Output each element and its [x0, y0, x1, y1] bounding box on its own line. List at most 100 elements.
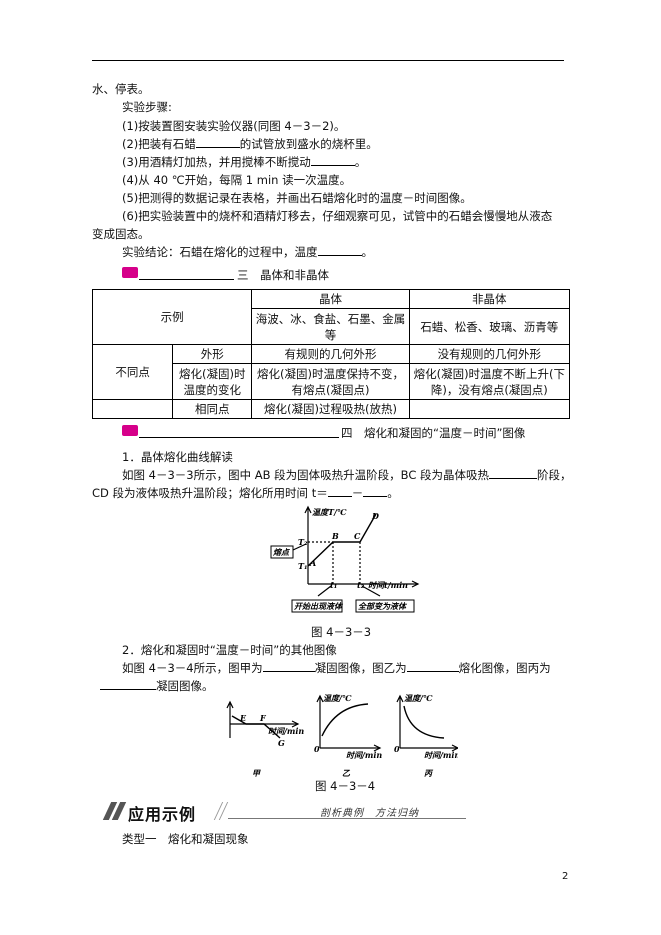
yi-ylabel: 温度/℃	[323, 693, 352, 703]
step-5: (5)把测得的数据记录在表格，并画出石蜡熔化时的温度－时间图像。	[122, 191, 472, 205]
jia-label-G: G	[278, 738, 285, 748]
blank-line	[310, 165, 355, 166]
section-marker-icon	[122, 267, 138, 278]
steps-title: 实验步骤:	[122, 100, 172, 114]
yi-name: 乙	[342, 768, 351, 778]
cell-blank	[91, 399, 174, 419]
blank-line	[262, 671, 315, 672]
yi-x-arrow-icon	[373, 744, 382, 752]
section4-title: 四 熔化和凝固的“温度－时间”图像	[341, 426, 526, 440]
paragraph-2-c: 。	[387, 486, 399, 500]
section-underline	[139, 437, 339, 438]
bing-y-arrow-icon	[396, 694, 404, 703]
bing-name: 丙	[424, 768, 434, 778]
yi-zero: 0	[314, 744, 320, 754]
intro-line0: 水、停表。	[92, 82, 150, 96]
step-3-a: (3)用酒精灯加热，并用搅棒不断搅动	[122, 155, 311, 169]
step-4: (4)从 40 ℃开始，每隔 1 min 读一次温度。	[122, 173, 352, 187]
cell-temp-noncrystal: 熔化(凝固)时温度不断上升(下降)，没有熔点(凝固点)	[408, 363, 571, 400]
label-T2: T₂	[298, 537, 308, 547]
cell-shape-crystal: 有规则的几何外形	[251, 344, 410, 364]
box-melting-point-text: 熔点	[272, 547, 290, 557]
paragraph-4-b: 凝固图像。	[156, 679, 214, 693]
bing-zero: 0	[394, 744, 400, 754]
page-number: 2	[562, 871, 569, 882]
crystal-table: 示例 晶体 非晶体 海波、冰、食盐、石墨、金属等 石蜡、松香、玻璃、沥青等 不同…	[91, 289, 571, 419]
conclusion: 实验结论：石蜡在熔化的过程中，温度 。	[122, 244, 373, 260]
type-1: 类型一 熔化和凝固现象	[122, 832, 249, 846]
step-2: (2)把装有石蜡的试管放到盛水的烧杯里。	[122, 136, 378, 152]
x-axis-arrow-icon	[411, 580, 420, 588]
jia-y-arrow-icon	[226, 700, 234, 709]
cell-shape-noncrystal: 没有规则的几何外形	[408, 344, 571, 364]
cell-difference-label: 不同点	[91, 344, 174, 400]
paragraph-3-b: 凝固图像，图乙为	[314, 661, 407, 675]
label-B: B	[331, 531, 339, 541]
paragraph-2-a: CD 段为液体吸热升温阶段；熔化所用时间 t＝	[92, 486, 328, 500]
jia-label-F: F	[259, 713, 267, 723]
y-axis-arrow-icon	[304, 505, 312, 514]
header-rule	[92, 60, 564, 61]
section-underline	[139, 279, 234, 280]
label-A: A	[309, 558, 316, 568]
pointer-line	[361, 585, 381, 597]
paragraph-1: 如图 4－3－3所示，图中 AB 段为固体吸热升温阶段，BC 段为晶体吸热阶段，	[122, 467, 572, 483]
yi-xlabel: 时间/min	[346, 750, 382, 760]
yi-y-arrow-icon	[316, 694, 324, 703]
step-6b: 变成固态。	[92, 227, 150, 241]
pointer-line	[317, 585, 332, 597]
melting-curve	[307, 513, 377, 567]
step-1: (1)按装置图安装实验仪器(同图 4－3－2)。	[122, 119, 346, 133]
step-6a: (6)把实验装置中的烧杯和酒精灯移去，仔细观察可见，试管中的石蜡会慢慢地从液态	[122, 209, 553, 223]
box-start-text: 开始出现液体	[294, 601, 344, 611]
box-end	[355, 599, 415, 613]
label-T1: T₁	[298, 561, 307, 571]
paragraph-3-c: 熔化图像，图丙为	[458, 661, 551, 675]
cell-shape-label: 外形	[172, 344, 253, 364]
paragraph-3: 如图 4－3－4所示，图甲为 凝固图像，图乙为 熔化图像，图丙为	[122, 660, 551, 676]
step-2-b: 的试管放到盛水的烧杯里。	[239, 137, 378, 151]
blank-line	[363, 496, 388, 497]
section-marker-icon	[122, 425, 138, 436]
blank-line	[406, 671, 459, 672]
bing-x-arrow-icon	[451, 744, 458, 752]
cell-example-crystal: 海波、冰、食盐、石墨、金属等	[251, 308, 410, 345]
fig433-xlabel: 时间t/min	[368, 580, 408, 590]
box-start	[291, 599, 343, 613]
section3-title: 三 晶体和非晶体	[237, 268, 329, 282]
paragraph-1-a: 如图 4－3－3所示，图中 AB 段为固体吸热升温阶段，BC 段为晶体吸热	[122, 468, 490, 482]
cell-same-value: 熔化(凝固)过程吸热(放热)	[251, 399, 410, 419]
pointer-line	[292, 543, 307, 551]
jia-label-E: E	[239, 713, 247, 723]
figure-4-3-4: E F G 时间/min 温度/℃ 0 时间/min 温度/℃ 0 时间/min…	[226, 693, 458, 778]
bing-curve	[403, 705, 445, 739]
label-C: C	[354, 531, 361, 541]
cell-blank	[408, 399, 571, 419]
conclusion-a: 实验结论：石蜡在熔化的过程中，温度	[122, 245, 318, 259]
box-end-text: 全部变为液体	[358, 601, 408, 611]
fig434-caption: 图 4－3－4	[315, 779, 376, 793]
banner-subtitle: 剖析典例 方法归纳	[320, 808, 419, 819]
bing-xlabel: 时间/min	[424, 750, 458, 760]
jia-x-arrow-icon	[291, 720, 300, 728]
jia-name: 甲	[252, 768, 261, 778]
header-noncrystal: 非晶体	[408, 289, 571, 309]
blank-line	[327, 496, 352, 497]
paragraph-3-a: 如图 4－3－4所示，图甲为	[122, 661, 263, 675]
paragraph-2: CD 段为液体吸热升温阶段；熔化所用时间 t＝－。	[92, 485, 399, 501]
bing-ylabel: 温度/℃	[404, 693, 433, 703]
cell-same-label: 相同点	[172, 399, 253, 419]
fig433-ylabel: 温度T/℃	[312, 507, 347, 517]
cell-temp-label: 熔化(凝固)时温度的变化	[172, 363, 253, 400]
figure-4-3-3: 温度T/℃ 时间t/min T₂ T₁ A B C D t₁ t₂ 熔点 开始出…	[270, 505, 420, 613]
step-3-b: 。	[354, 155, 367, 169]
blank-line	[195, 147, 240, 148]
heading-1: 1．晶体熔化曲线解读	[122, 450, 233, 464]
label-t2: t₂	[357, 580, 365, 590]
fig433-caption: 图 4－3－3	[311, 625, 372, 639]
banner-rule	[228, 818, 466, 819]
jia-curve	[231, 715, 281, 739]
header-crystal: 晶体	[251, 289, 410, 309]
conclusion-b: 。	[361, 245, 374, 259]
label-t1: t₁	[330, 580, 337, 590]
